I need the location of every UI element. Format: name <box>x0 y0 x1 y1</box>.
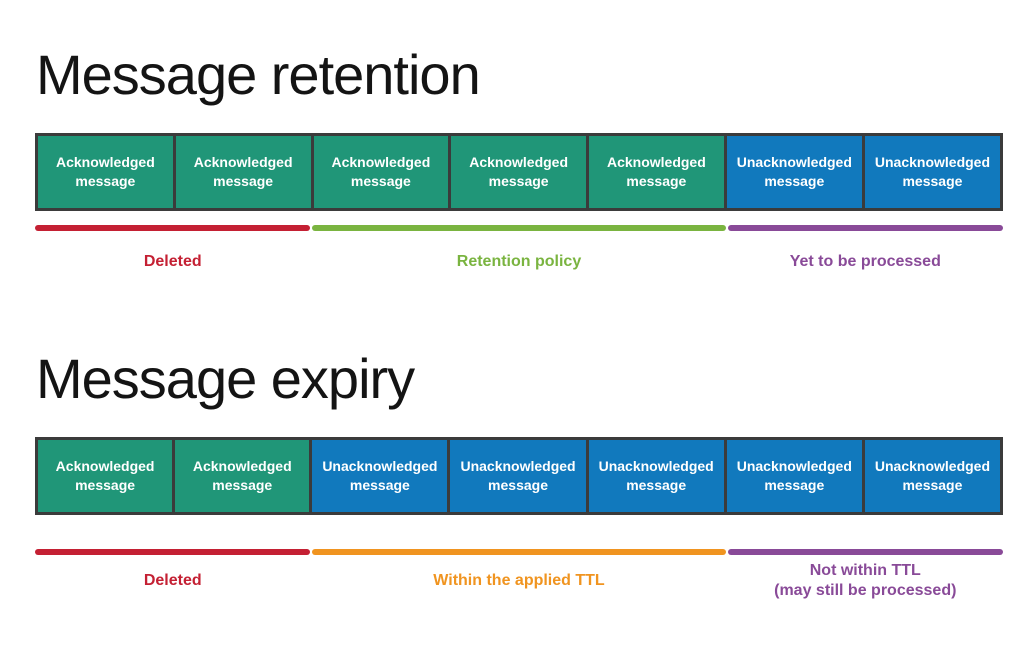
unacknowledged-message-box: Unacknowledged message <box>864 440 1001 512</box>
deleted-label: Deleted <box>143 572 202 590</box>
acknowledged-message-box: Acknowledged message <box>38 136 173 208</box>
pending-label: Not within TTL (may still be processed) <box>774 562 957 599</box>
deleted-bar-segment <box>35 225 311 231</box>
message-row: Acknowledged message Acknowledged message… <box>35 133 1003 211</box>
ttl-bar-segment <box>312 549 726 555</box>
message-row: Acknowledged message Acknowledged message… <box>35 437 1003 515</box>
message-box-label: Unacknowledged message <box>874 458 991 493</box>
phase-bar <box>35 549 1003 555</box>
message-box-label: Acknowledged message <box>55 154 155 189</box>
message-box-label: Acknowledged message <box>606 154 706 189</box>
message-box-label: Acknowledged message <box>193 154 293 189</box>
unacknowledged-message-box: Unacknowledged message <box>726 136 862 208</box>
pending-bar-segment <box>727 549 1003 555</box>
retention-bar-segment <box>312 225 726 231</box>
acknowledged-message-box: Acknowledged message <box>313 136 449 208</box>
phase-labels: Deleted Within the applied TTL Not within … <box>35 559 1003 603</box>
message-box-label: Acknowledged message <box>192 458 292 493</box>
deleted-bar-segment <box>35 549 311 555</box>
message-box-label: Unacknowledged message <box>598 458 714 493</box>
unacknowledged-message-box: Unacknowledged message <box>864 136 1001 208</box>
acknowledged-message-box: Acknowledged message <box>175 136 311 208</box>
diagram-title: Message retention <box>36 43 481 106</box>
message-box-label: Unacknowledged message <box>460 458 576 493</box>
unacknowledged-message-box: Unacknowledged message <box>312 440 448 512</box>
phase-bar <box>35 225 1003 231</box>
message-box-label: Acknowledged message <box>331 154 431 189</box>
acknowledged-message-box: Acknowledged message <box>451 136 586 208</box>
message-box-label: Unacknowledged message <box>322 458 438 493</box>
diagram-title: Message expiry <box>36 347 415 410</box>
unacknowledged-message-box: Unacknowledged message <box>450 440 586 512</box>
message-box-label: Acknowledged message <box>55 458 155 493</box>
acknowledged-message-box: Acknowledged message <box>38 440 173 512</box>
pending-label: Yet to be processed <box>789 253 941 271</box>
message-box-label: Acknowledged message <box>469 154 569 189</box>
message-box-label: Unacknowledged message <box>736 154 852 189</box>
retention-label: Retention policy <box>456 253 582 271</box>
deleted-label: Deleted <box>143 253 202 271</box>
message-box-label: Unacknowledged message <box>874 154 991 189</box>
message-box-label: Unacknowledged message <box>736 458 852 493</box>
phase-labels: Deleted Retention policy Yet to be process… <box>35 240 1003 284</box>
unacknowledged-message-box: Unacknowledged message <box>726 440 862 512</box>
ttl-label: Within the applied TTL <box>433 572 605 590</box>
unacknowledged-message-box: Unacknowledged message <box>588 440 724 512</box>
acknowledged-message-box: Acknowledged message <box>175 440 310 512</box>
acknowledged-message-box: Acknowledged message <box>589 136 724 208</box>
pending-bar-segment <box>727 225 1003 231</box>
